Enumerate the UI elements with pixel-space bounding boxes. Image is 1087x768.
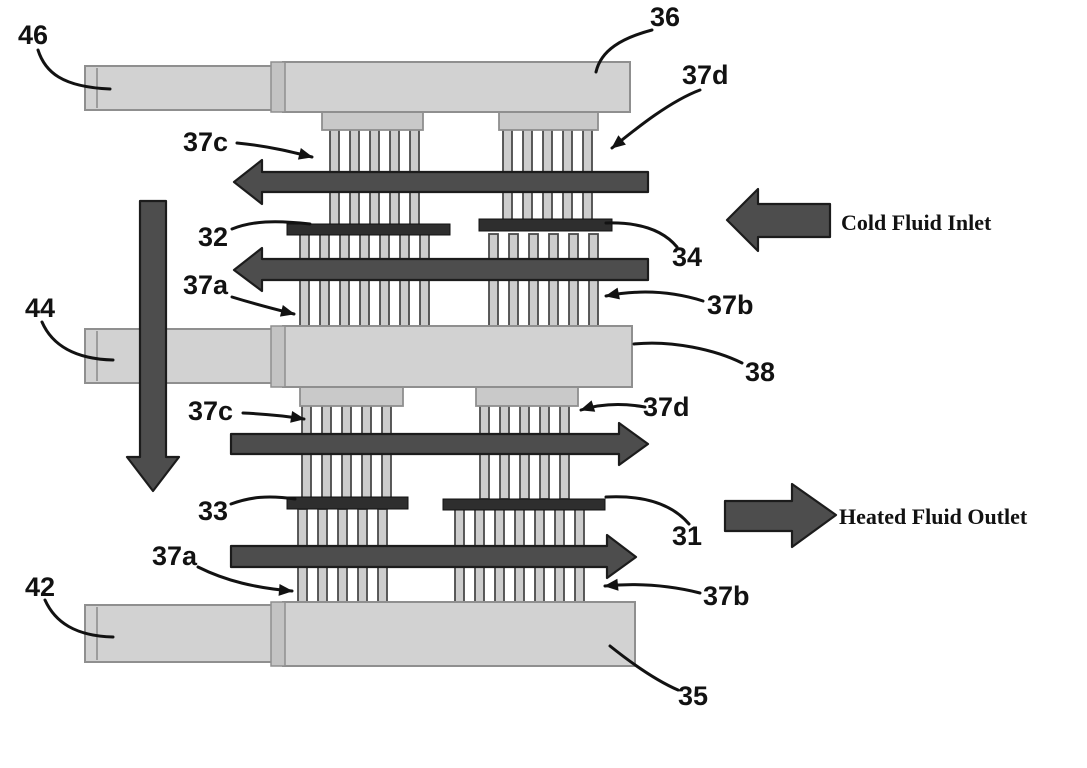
leader-37a-top bbox=[230, 295, 296, 317]
ref-label-31: 31 bbox=[672, 521, 702, 551]
ref-label-42: 42 bbox=[25, 572, 55, 602]
ref-label-37d-bot: 37d bbox=[643, 392, 690, 422]
ref-label-37c-bot: 37c bbox=[188, 396, 233, 426]
left-flow-arrow-icon bbox=[232, 158, 650, 206]
right-block-arrow-icon bbox=[723, 482, 838, 549]
plates-layer bbox=[84, 61, 636, 667]
strip-34 bbox=[478, 218, 613, 232]
leader-32 bbox=[230, 220, 312, 231]
ref-label-36: 36 bbox=[650, 2, 680, 32]
leader-38 bbox=[632, 341, 744, 365]
ref-label-37b-bot: 37b bbox=[703, 581, 750, 611]
leader-31 bbox=[604, 495, 691, 526]
flow-labels-layer: Cold Fluid Inlet Heated Fluid Outlet bbox=[839, 210, 1028, 529]
flow-arrows-layer bbox=[125, 158, 838, 580]
strip-33 bbox=[286, 496, 409, 510]
strip-31 bbox=[442, 498, 606, 511]
plate-38 bbox=[282, 325, 633, 388]
leader-42 bbox=[43, 598, 115, 639]
leader-37c-top bbox=[235, 141, 314, 160]
plate-42 bbox=[84, 604, 284, 663]
down-block-arrow-icon bbox=[125, 199, 181, 493]
leader-36 bbox=[594, 28, 654, 74]
ref-label-44: 44 bbox=[25, 293, 55, 323]
header-upper-right bbox=[498, 111, 599, 131]
leader-46 bbox=[36, 48, 112, 91]
ref-label-37a-top: 37a bbox=[183, 270, 229, 300]
ref-label-37a-bot: 37a bbox=[152, 541, 198, 571]
plate-35 bbox=[282, 601, 636, 667]
leader-34 bbox=[604, 221, 679, 249]
leader-37a-bot bbox=[196, 565, 294, 596]
ref-label-46: 46 bbox=[18, 20, 48, 50]
leader-37d-bot bbox=[579, 400, 647, 412]
left-flow-arrow-icon bbox=[232, 246, 650, 293]
leader-37c-bot bbox=[241, 410, 306, 423]
plate-divider-middle bbox=[270, 325, 286, 388]
strip-32 bbox=[286, 223, 451, 236]
ref-label-35: 35 bbox=[678, 681, 708, 711]
plate-44 bbox=[84, 328, 284, 384]
ref-labels-layer: 46 36 37d 37c 32 34 37a 37b 44 38 37c 37… bbox=[18, 2, 775, 711]
leader-lines-layer bbox=[36, 28, 744, 692]
strips-layer bbox=[286, 218, 613, 511]
leader-33 bbox=[229, 495, 297, 506]
ref-label-37c-top: 37c bbox=[183, 127, 228, 157]
ref-label-33: 33 bbox=[198, 496, 228, 526]
leader-44 bbox=[40, 320, 115, 362]
ref-label-34: 34 bbox=[672, 242, 702, 272]
cold-fluid-inlet-label: Cold Fluid Inlet bbox=[841, 210, 992, 235]
heated-fluid-outlet-label: Heated Fluid Outlet bbox=[839, 504, 1028, 529]
leader-37b-top bbox=[604, 287, 705, 303]
plate-36 bbox=[282, 61, 631, 113]
plate-46 bbox=[84, 65, 284, 111]
ref-label-38: 38 bbox=[745, 357, 775, 387]
left-block-arrow-icon bbox=[725, 187, 832, 253]
leader-37b-bot bbox=[603, 578, 702, 595]
right-flow-arrow-icon bbox=[229, 421, 650, 467]
right-flow-arrow-icon bbox=[229, 533, 638, 580]
leader-37d-top bbox=[610, 88, 702, 150]
ref-label-32: 32 bbox=[198, 222, 228, 252]
ref-label-37b-top: 37b bbox=[707, 290, 754, 320]
plate-divider-bottom bbox=[270, 601, 286, 667]
headers-layer bbox=[299, 111, 599, 407]
header-upper-left bbox=[321, 111, 424, 131]
plate-divider-top bbox=[270, 61, 286, 113]
ref-label-37d-top: 37d bbox=[682, 60, 729, 90]
header-lower-left bbox=[299, 386, 404, 407]
header-lower-right bbox=[475, 386, 579, 407]
leader-35 bbox=[608, 644, 680, 692]
